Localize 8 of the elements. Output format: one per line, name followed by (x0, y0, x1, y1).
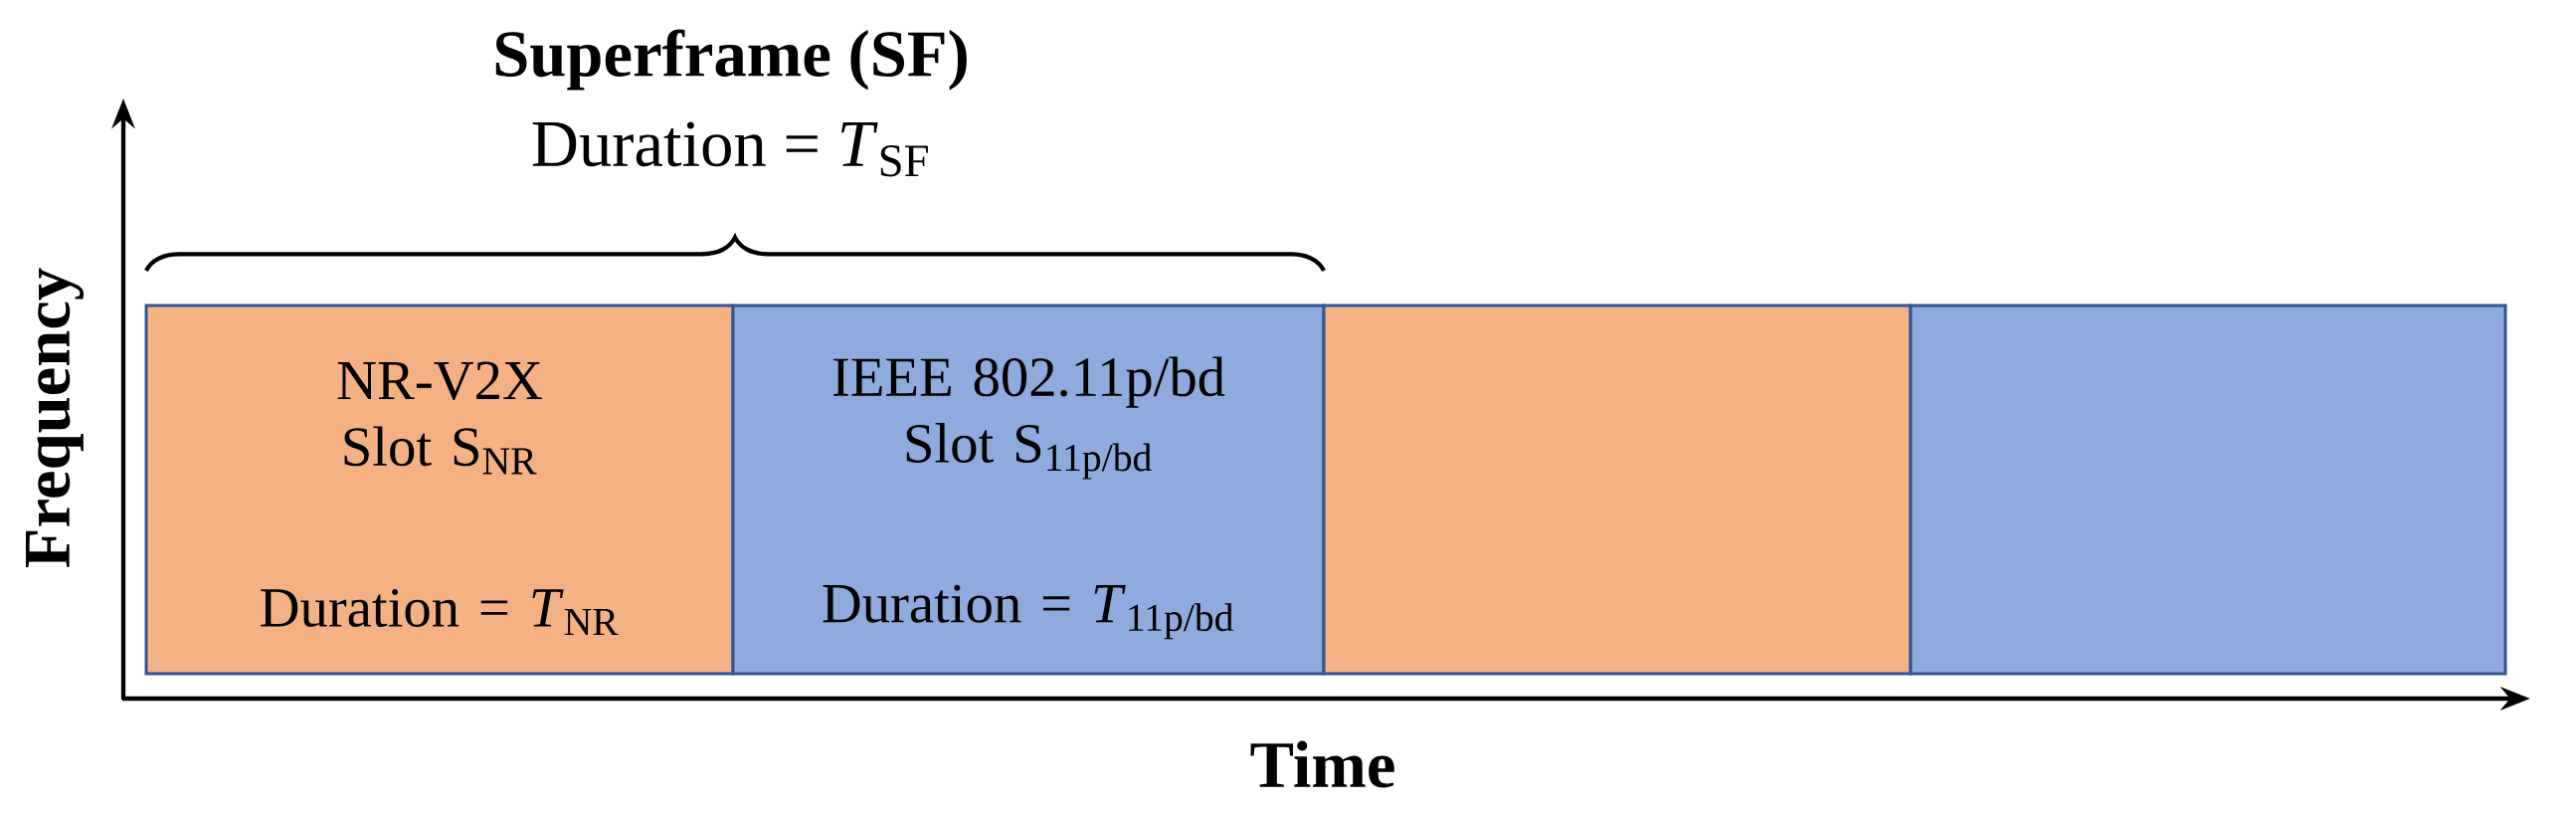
slot-box: IEEE 802.11p/bd Slot S$_{11p/bd}$ Duration = T$_{11p/bd}$ (731, 304, 1326, 676)
axis-label: Frequency (26, 268, 84, 568)
slot-box (1322, 304, 1913, 676)
axis-label: Time (1250, 740, 1394, 788)
slot-box: NR-V2X Slot S$_{NR}$ Duration = T$_{NR}$ (144, 304, 735, 676)
duration-label: Duration = T$_{SF}$ (532, 121, 928, 177)
slot-box (1909, 304, 2507, 676)
heading: Superframe (SF) (495, 29, 967, 91)
